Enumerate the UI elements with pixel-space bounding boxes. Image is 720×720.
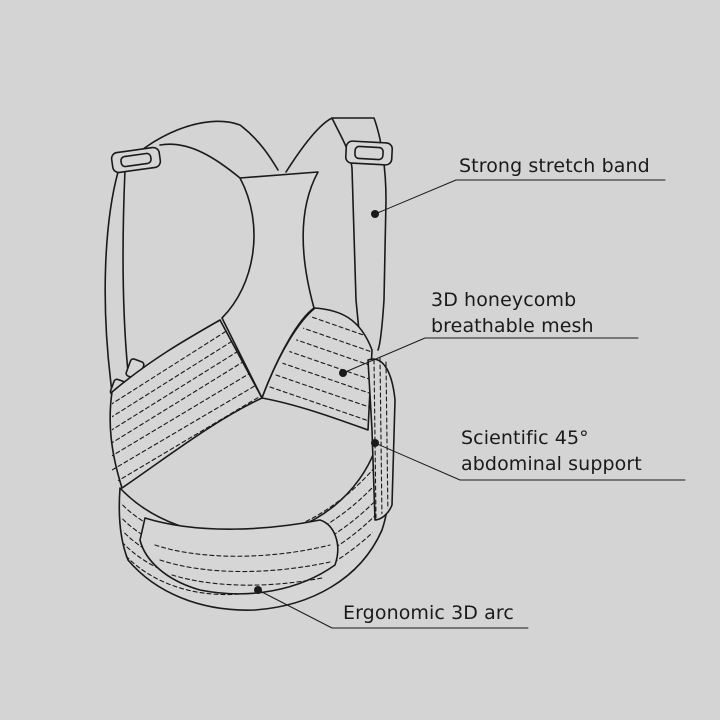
callout-support: Scientific 45° abdominal support: [461, 425, 642, 477]
callout-arc: Ergonomic 3D arc: [343, 600, 514, 626]
side-mesh-pad: [261, 307, 373, 431]
right-buckle: [344, 140, 394, 166]
callout-dot-stretch: [371, 210, 379, 218]
callout-stretch-band-text: Strong stretch band: [459, 155, 650, 177]
callout-mesh: 3D honeycomb breathable mesh: [431, 287, 594, 339]
callout-mesh-line2: breathable mesh: [431, 315, 594, 337]
callout-stretch-band: Strong stretch band: [459, 153, 650, 179]
left-buckle: [110, 146, 162, 174]
callout-arc-text: Ergonomic 3D arc: [343, 602, 514, 624]
callout-mesh-line1: 3D honeycomb: [431, 289, 577, 311]
callout-support-line2: abdominal support: [461, 453, 642, 475]
left-shoulder-strap: [104, 120, 279, 393]
callout-dot-mesh: [339, 369, 347, 377]
front-mesh-pad: [109, 319, 263, 489]
callout-leaders: [257, 179, 686, 629]
callout-support-line1: Scientific 45°: [461, 427, 589, 449]
callout-dot-support: [371, 439, 379, 447]
callout-dot-arc: [254, 586, 262, 594]
